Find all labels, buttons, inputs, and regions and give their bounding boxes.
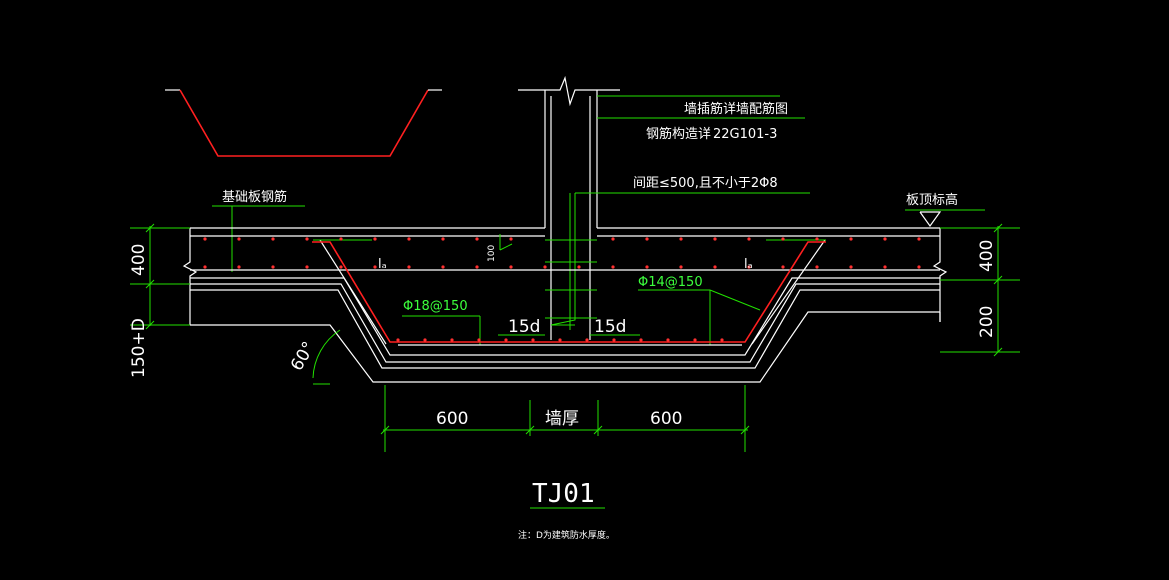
rebar-lower-label: Φ18@150 [403,299,468,314]
dim-left-top: 400 [129,244,149,276]
hook-length-left: 15d [508,317,540,337]
standard-label: 22G101-3 [713,127,777,142]
rebar-dot [441,265,445,269]
wall-dowel-rebar [545,193,597,330]
wall-outline [518,75,620,340]
dim-bottom-right: 600 [650,409,682,429]
rebar-dot [423,338,427,342]
rebar-dot [475,237,479,241]
rebar-dot [373,237,377,241]
rebar-dot [815,237,819,241]
rebar-dot [407,237,411,241]
rebar-dot [645,237,649,241]
rebar-dot [747,237,751,241]
rebar-dot [585,338,589,342]
rebar-dot [407,265,411,269]
rebar-dot [679,237,683,241]
rebar-dot [237,265,241,269]
angle-label: 60° [287,338,319,374]
small-dim-label: 100 [487,245,497,262]
rebar-dot [713,265,717,269]
rebar-dot [450,338,454,342]
drawing-title: TJ01 [532,479,595,509]
dimension-lines [130,211,1020,509]
spacing-note: 间距≤500,且不小于2Φ8 [633,176,778,191]
rebar-dot [883,265,887,269]
rebar-dot [477,338,481,342]
rebar-dot [781,237,785,241]
rebar-construction-label: 钢筋构造详 [646,126,711,142]
base-slab-rebar-label: 基础板钢筋 [222,189,287,205]
rebar-dot [693,338,697,342]
rebar-dot [679,265,683,269]
rebar-dot [815,265,819,269]
dev-length-left: lₐ [378,257,387,272]
rebar-dot [504,338,508,342]
rebar-dot [781,265,785,269]
rebar-dot [509,265,513,269]
hook-length-right: 15d [594,317,626,337]
rebar-dot [666,338,670,342]
rebar-dot [396,338,400,342]
rebar-dot [543,265,547,269]
rebar-dot [558,338,562,342]
dim-right-top: 400 [977,240,997,272]
rebar-upper-label: Φ14@150 [638,275,703,290]
rebar-dot [720,338,724,342]
dim-bottom-middle: 墙厚 [545,409,579,429]
rebar-dot [509,237,513,241]
rebar-dot [611,265,615,269]
rebar-dot [475,265,479,269]
dim-left-bottom: 150+D [129,318,149,378]
rebar-dot [917,265,921,269]
dim-right-bottom: 200 [977,306,997,338]
rebar-dot [611,237,615,241]
note-text: 注：D为建筑防水厚度。 [518,529,615,541]
rebar-dot [645,265,649,269]
slab-outline [182,227,948,383]
rebar-dot [883,237,887,241]
rebar-dot [849,237,853,241]
rebar-dot [713,237,717,241]
rebar-dot [612,338,616,342]
rebar-dot [203,265,207,269]
rebar-dot [305,265,309,269]
rebar-dot [305,237,309,241]
slab-top-elevation-label: 板顶标高 [906,192,958,208]
rebar-dot [917,237,921,241]
dev-length-right: lₐ [744,257,753,272]
rebar-dot [271,265,275,269]
sump-rebar [312,239,826,343]
rebar-dot [203,237,207,241]
rebar-dot [339,265,343,269]
rebar-dot [747,265,751,269]
rebar-dot [441,237,445,241]
rebar-dots [203,237,921,342]
label-leaders [212,95,985,345]
rebar-dot [237,237,241,241]
rebar-dot [639,338,643,342]
wall-rebar-ref-label: 墙插筋详墙配筋图 [684,101,788,117]
dim-bottom-left: 600 [436,409,468,429]
rebar-dot [339,237,343,241]
rebar-dot [849,265,853,269]
rebar-dot [577,265,581,269]
sump-key-sketch [165,89,442,157]
rebar-dot [531,338,535,342]
rebar-dot [373,265,377,269]
rebar-dot [271,237,275,241]
